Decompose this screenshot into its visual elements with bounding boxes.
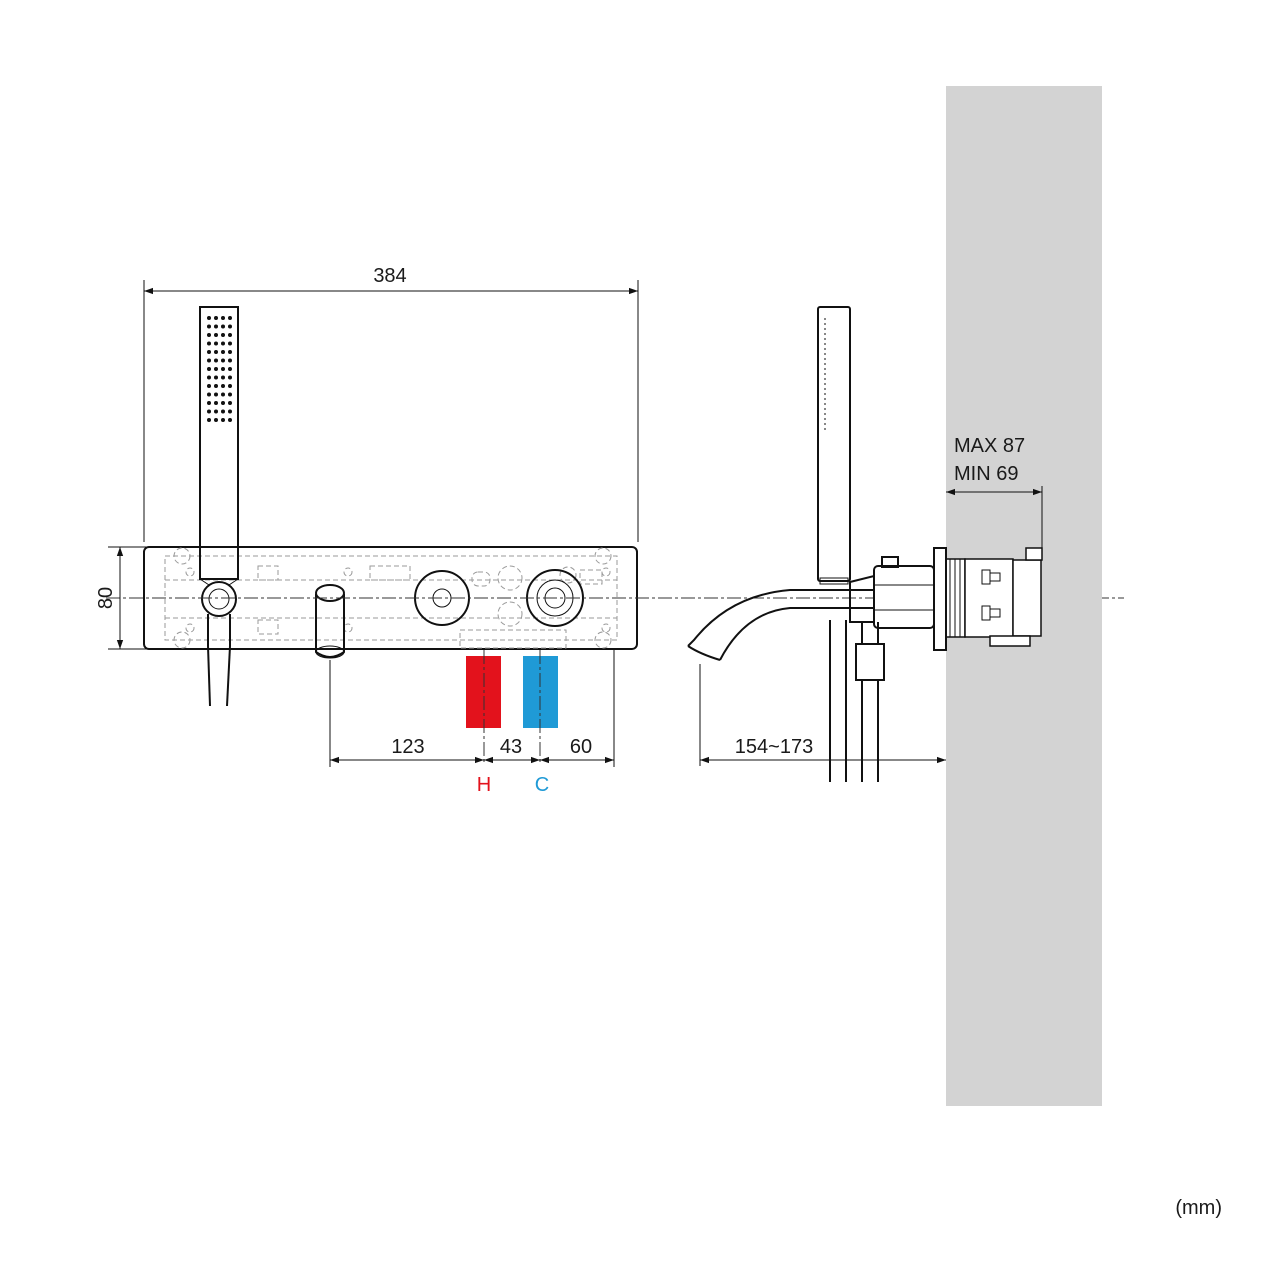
nozzle-dot [207, 341, 211, 346]
hand-shower-side [817, 306, 851, 585]
nozzle-dot [221, 350, 225, 354]
nozzle-dot [228, 392, 232, 397]
nozzle-dot [214, 350, 218, 354]
dim-80-label: 80 [95, 587, 117, 609]
front-view: 384 80 123 43 60 H C [95, 265, 1124, 796]
hot-label: H [477, 774, 491, 796]
nozzle-dot [207, 350, 211, 354]
nozzle-dot [221, 418, 225, 422]
nozzle-dot [228, 333, 232, 337]
dim-60-label: 60 [570, 736, 592, 758]
nozzle-dot [221, 333, 225, 337]
side-view: 154~173 MAX 87 MIN 69 [687, 86, 1102, 1106]
valve-body-side [849, 556, 935, 629]
dim-inlet-spacing: 123 43 60 [329, 650, 615, 767]
dim-123-label: 123 [391, 736, 424, 758]
nozzle-dot [221, 401, 225, 405]
nozzle-dot [228, 418, 232, 422]
nozzle-dot [207, 367, 211, 371]
nozzle-dot [221, 392, 225, 397]
nozzle-dot [214, 392, 218, 397]
spout-side [687, 589, 874, 661]
dim-43-label: 43 [500, 736, 522, 758]
nozzle-dot [214, 316, 218, 320]
cold-label: C [535, 774, 549, 796]
nozzle-dot [207, 316, 211, 320]
nozzle-dot [228, 367, 232, 371]
dim-wall-depth: MAX 87 MIN 69 [946, 435, 1043, 548]
nozzle-dot [207, 324, 211, 329]
nozzle-dot [207, 384, 211, 388]
nozzle-grid [207, 316, 232, 422]
nozzle-dot [228, 358, 232, 363]
nozzle-dot [207, 375, 211, 380]
nozzle-dot [228, 384, 232, 388]
nozzle-dot [228, 375, 232, 380]
nozzle-dot [228, 324, 232, 329]
nozzle-dot [214, 341, 218, 346]
dim-max-label: MAX 87 [954, 435, 1025, 457]
dim-overall-width: 384 [143, 265, 639, 542]
nozzle-dot [214, 401, 218, 405]
nozzle-dot [221, 375, 225, 380]
nozzle-dot [207, 333, 211, 337]
nozzle-dot [214, 384, 218, 388]
nozzle-dot [214, 375, 218, 380]
dim-384-label: 384 [373, 265, 406, 287]
nozzle-dot [207, 401, 211, 405]
concealed-body-side [944, 547, 1043, 647]
nozzle-dot [228, 401, 232, 405]
concealed-body-hidden-lines [164, 547, 618, 649]
dim-154-173-label: 154~173 [735, 736, 813, 758]
hose-connector [829, 620, 885, 782]
nozzle-dot [214, 409, 218, 414]
nozzle-dot [214, 418, 218, 422]
nozzle-dot [207, 418, 211, 422]
nozzle-dot [221, 358, 225, 363]
spout-front [315, 584, 345, 659]
nozzle-dot [207, 409, 211, 414]
dim-spout-projection: 154~173 [699, 664, 946, 766]
plate-edge [933, 547, 947, 651]
nozzle-dot [221, 384, 225, 388]
nozzle-dot [214, 367, 218, 371]
nozzle-dot [214, 324, 218, 329]
nozzle-dot [221, 409, 225, 414]
nozzle-dot [214, 333, 218, 337]
nozzle-dot [228, 316, 232, 320]
nozzle-dot [228, 341, 232, 346]
nozzle-dot [221, 316, 225, 320]
nozzle-dot [207, 358, 211, 363]
nozzle-dot [221, 341, 225, 346]
nozzle-dot [214, 358, 218, 363]
nozzle-dot [221, 367, 225, 371]
units-label: (mm) [1175, 1197, 1222, 1219]
nozzle-dot [228, 350, 232, 354]
nozzle-dot [228, 409, 232, 414]
dim-min-label: MIN 69 [954, 463, 1018, 485]
hand-shower [199, 306, 239, 707]
dim-panel-height: 80 [95, 546, 148, 650]
nozzle-dot [221, 324, 225, 329]
nozzle-dot [207, 392, 211, 397]
